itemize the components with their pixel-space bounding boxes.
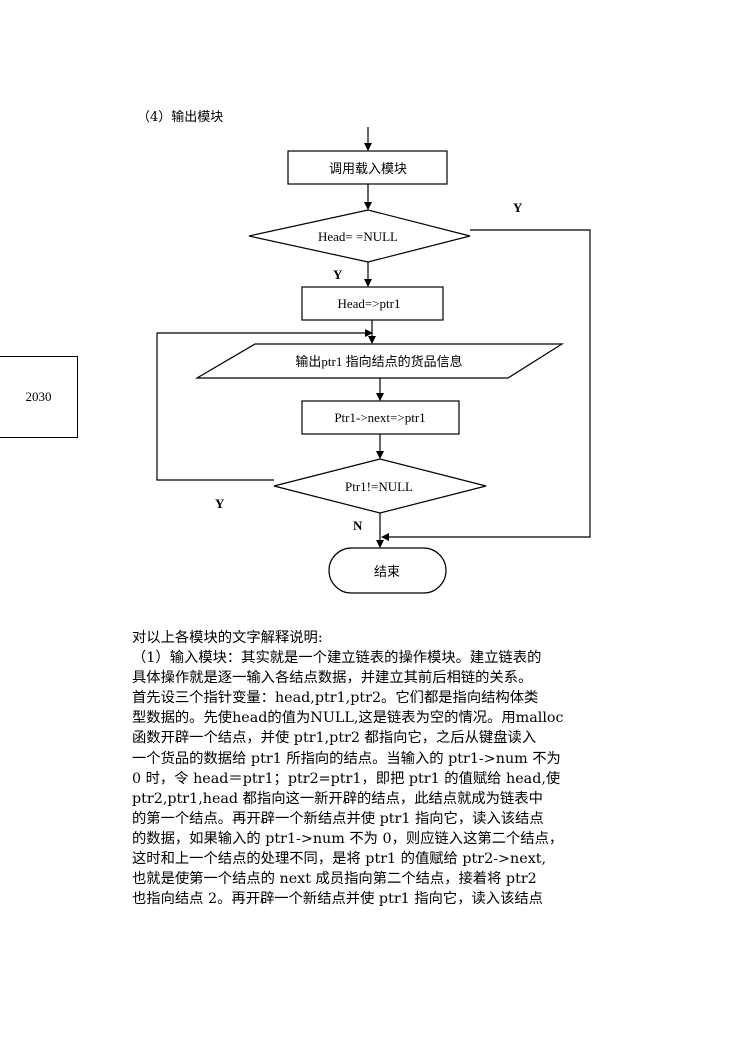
ptr1-not-null-label: Ptr1!=NULL <box>345 479 413 494</box>
flowchart: 调用载入模块 Head= =NULL Head=>ptr1 输出ptr1 指向结… <box>156 127 591 594</box>
text-line: 这时和上一个结点的处理不同，是将 ptr1 的值赋给 ptr2->next, <box>132 851 547 868</box>
section-heading: （4）输出模块 <box>137 110 224 125</box>
loop-back-line <box>156 329 373 481</box>
yes-label-right: Y <box>513 200 523 215</box>
head-null-label: Head= =NULL <box>318 229 398 244</box>
assign-ptr1-box <box>301 286 444 321</box>
end-terminator <box>328 547 447 594</box>
yes-label-loop: Y <box>215 496 225 511</box>
text-line: 函数开辟一个结点，并使 ptr1,ptr2 都指向它，之后从键盘读入 <box>132 730 537 747</box>
output-info-label: 输出ptr1 指向结点的货品信息 <box>295 354 462 369</box>
text-line: 型数据的。先使head的值为NULL,这是链表为空的情况。用malloc <box>132 710 564 727</box>
text-line: 0 时，令 head＝ptr1；ptr2=ptr1，即把 ptr1 的值赋给 h… <box>132 770 561 787</box>
no-label: N <box>353 518 363 533</box>
text-line: 的第一个结点。再开辟一个新结点并使 ptr1 指向它，读入该结点 <box>132 810 544 827</box>
head-null-yes-line <box>381 229 591 541</box>
output-info-parallelogram <box>194 343 565 379</box>
text-line: 首先设三个指针变量：head,ptr1,ptr2。它们都是指向结构体类 <box>132 690 539 707</box>
text-line: ptr2,ptr1,head 都指向这一新开辟的结点，此结点就成为链表中 <box>132 790 543 807</box>
explanation-text: 对以上各模块的文字解释说明: （1）输入模块：其实就是一个建立链表的操作模块。建… <box>132 628 624 909</box>
side-box-label: 2030 <box>25 389 52 404</box>
assign-ptr1-label: Head=>ptr1 <box>337 296 400 311</box>
next-ptr1-label: Ptr1->next=>ptr1 <box>334 410 425 425</box>
head-null-diamond <box>248 209 471 263</box>
text-line: （1）输入模块：其实就是一个建立链表的操作模块。建立链表的 <box>132 650 542 667</box>
yes-label-down: Y <box>333 267 343 282</box>
end-label: 结束 <box>374 564 400 579</box>
load-module-box <box>287 150 448 185</box>
text-line: 对以上各模块的文字解释说明: <box>132 630 323 646</box>
next-ptr1-box <box>301 400 460 435</box>
load-module-label: 调用载入模块 <box>329 161 407 176</box>
text-line: 的数据，如果输入的 ptr1->num 不为 0，则应链入这第二个结点， <box>132 830 564 847</box>
text-line: 一个货品的数据给 ptr1 所指向的结点。当输入的 ptr1->num 不为 <box>132 750 561 767</box>
ptr1-not-null-diamond <box>273 458 487 514</box>
text-line: 具体操作就是逐一输入各结点数据，并建立其前后相链的关系。 <box>132 670 533 687</box>
text-line: 也指向结点 2。再开辟一个新结点并使 ptr1 指向它，读入该结点 <box>132 891 543 908</box>
side-box: 2030 <box>0 356 78 438</box>
text-line: 也就是使第一个结点的 next 成员指向第二个结点，接着将 ptr2 <box>132 871 537 888</box>
